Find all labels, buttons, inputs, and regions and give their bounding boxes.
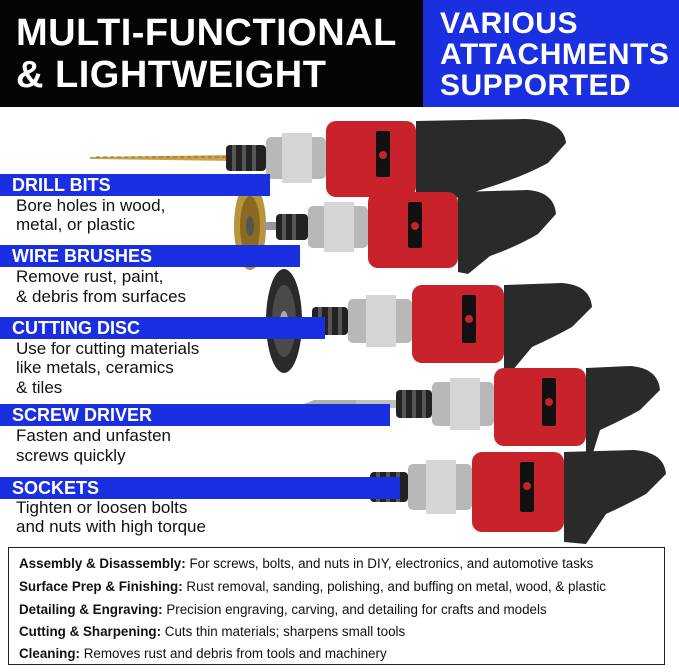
use-text: Cuts thin materials; sharpens small tool… [161,624,406,639]
label-drill-bits: DRILL BITS [12,175,111,195]
use-title: Cleaning: [19,646,81,661]
desc-drill-bits-line2: metal, or plastic [16,215,136,234]
use-title: Surface Prep & Finishing: [19,579,183,594]
header-title-line1: MULTI-FUNCTIONAL [16,12,397,54]
desc-cutting-disc-line3: & tiles [16,378,63,397]
use-title: Assembly & Disassembly: [19,556,186,571]
label-screw-driver: SCREW DRIVER [12,405,153,425]
band-screw-driver: SCREW DRIVER [0,404,390,426]
band-cutting-disc: CUTTING DISC [0,317,325,339]
use-title: Detailing & Engraving: [19,602,163,617]
band-sockets: SOCKETS [0,477,400,499]
desc-sockets-line1: Tighten or loosen bolts [16,498,188,517]
use-text: Precision engraving, carving, and detail… [162,602,547,617]
desc-wire-brushes-line1: Remove rust, paint, [16,267,164,286]
header-sub-line1: VARIOUS [440,7,578,40]
header-sub-line3: SUPPORTED [440,69,632,102]
use-title: Cutting & Sharpening: [19,624,162,639]
screwdriver-tool-image [304,366,660,456]
use-row: Cleaning: Removes rust and debris from t… [19,646,387,661]
desc-screw-driver-line2: screws quickly [16,446,126,465]
desc-cutting-disc-line2: like metals, ceramics [16,358,174,377]
desc-drill-bits-line1: Bore holes in wood, [16,196,166,215]
desc-sockets-line2: and nuts with high torque [16,517,206,536]
label-sockets: SOCKETS [12,478,100,498]
header-left-panel [0,0,423,107]
use-row: Cutting & Sharpening: Cuts thin material… [19,624,405,639]
drill-bit-tool-image [90,119,566,201]
band-drill-bits: DRILL BITS [0,174,270,196]
desc-screw-driver-line1: Fasten and unfasten [16,426,172,445]
use-text: For screws, bolts, and nuts in DIY, elec… [185,556,594,571]
use-text: Removes rust and debris from tools and m… [80,646,387,661]
header-subtitle: VARIOUS ATTACHMENTS SUPPORTED [440,8,669,101]
uses-info-box: Assembly & Disassembly: For screws, bolt… [8,547,665,665]
header-sub-line2: ATTACHMENTS [440,38,670,71]
use-row: Surface Prep & Finishing: Rust removal, … [19,579,606,594]
header-title: MULTI-FUNCTIONAL & LIGHTWEIGHT [16,12,397,96]
label-wire-brushes: WIRE BRUSHES [12,246,153,266]
desc-cutting-disc-line1: Use for cutting materials [16,339,200,358]
header-right-panel [423,0,679,107]
header-title-line2: & LIGHTWEIGHT [16,54,327,96]
use-row: Detailing & Engraving: Precision engravi… [19,602,547,617]
label-cutting-disc: CUTTING DISC [12,318,140,338]
use-row: Assembly & Disassembly: For screws, bolt… [19,556,593,571]
desc-wire-brushes-line2: & debris from surfaces [16,287,187,306]
band-wire-brushes: WIRE BRUSHES [0,245,300,267]
use-text: Rust removal, sanding, polishing, and bu… [182,579,606,594]
